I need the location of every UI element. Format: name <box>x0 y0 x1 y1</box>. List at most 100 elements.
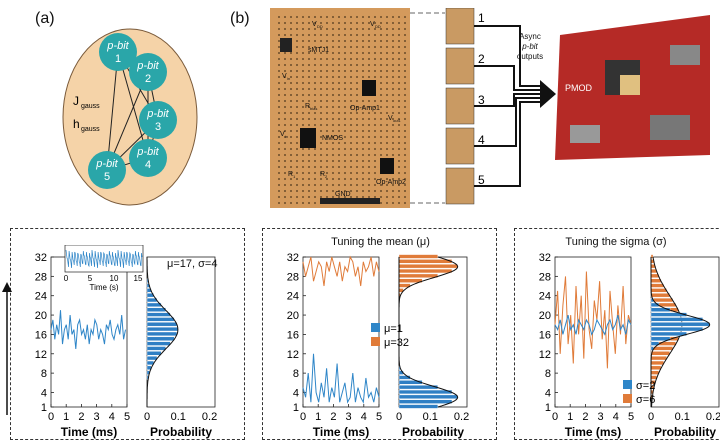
y-tick-label: 28 <box>35 271 47 283</box>
histogram-bar <box>650 336 671 341</box>
legend-swatch <box>371 337 380 346</box>
gaussian-fit-curve <box>398 257 459 408</box>
pbit-label: p-bit <box>146 108 169 120</box>
hist-x-axis-label: Probability <box>654 425 716 439</box>
y-tick-label: 32 <box>539 252 551 264</box>
histogram-bar <box>146 326 179 332</box>
vin2-label: V <box>280 131 285 138</box>
chart1-annotation: μ=17, σ=4 <box>167 258 218 270</box>
y-tick-label: 24 <box>287 291 299 303</box>
histogram-bar <box>146 355 158 361</box>
vin1-sub: in <box>287 76 290 81</box>
histogram-bar <box>650 254 654 259</box>
pbit-label: p-bit <box>136 146 159 158</box>
y-tick-label: 28 <box>539 271 551 283</box>
hist-x-tick-label: 0.1 <box>675 411 690 423</box>
x-tick-label: 5 <box>124 411 130 423</box>
x-tick-label: 0 <box>48 411 54 423</box>
series-line-32 <box>302 255 380 287</box>
board-number-5: 5 <box>478 173 485 187</box>
j-gauss-label: J <box>73 94 79 108</box>
x-tick-label: 2 <box>78 411 84 423</box>
panel-gaussian <box>10 228 245 440</box>
x-tick-label: 3 <box>94 411 100 423</box>
histogram-bar <box>398 389 453 395</box>
y-tick-label: 4 <box>293 387 299 399</box>
histogram-bar <box>398 380 423 385</box>
chart3-title: Tuning the sigma (σ) <box>565 236 667 248</box>
smtj-label: sMTJ1 <box>308 47 329 54</box>
board-number-4: 4 <box>478 133 485 147</box>
y-tick-label: 32 <box>287 252 299 264</box>
x-tick-label: 4 <box>613 411 619 423</box>
hist-x-axis-label: Probability <box>150 425 212 439</box>
gnd-label: GND <box>335 191 351 198</box>
y-tick-label: 4 <box>41 387 47 399</box>
histogram-bar <box>650 351 670 356</box>
pbit-network: p-bit 1 p-bit 2 p-bit 3 p-bit 4 p-bit 5 … <box>62 28 198 206</box>
inset-x-tick-label: 10 <box>110 274 119 283</box>
panel-b-label: (b) <box>230 10 250 27</box>
inset-x-tick-label: 0 <box>64 274 69 283</box>
gaussian-fit-curve <box>146 257 179 407</box>
x-tick-label: 4 <box>361 411 367 423</box>
histogram-bar <box>146 331 178 337</box>
board-number-2: 2 <box>478 52 485 66</box>
board-thumbnails <box>445 8 475 205</box>
opamp2-label: Op-Amp2 <box>376 179 406 186</box>
y-tick-label: 12 <box>35 349 47 361</box>
hist-x-tick-label: 0.2 <box>454 411 469 423</box>
legend-swatch <box>371 323 380 332</box>
vdd1-sub: DD <box>317 24 323 29</box>
y-tick-label: 1 <box>545 402 551 414</box>
r1-sub: 1 <box>293 174 296 179</box>
hist-x-tick-label: 0 <box>396 411 402 423</box>
board-number-1: 1 <box>478 11 485 25</box>
pbit-node-5: p-bit 5 <box>88 151 126 189</box>
histogram-bar <box>650 307 671 312</box>
histogram-bar <box>650 312 687 317</box>
x-tick-label: 3 <box>346 411 352 423</box>
panel-a-label: (a) <box>35 10 55 27</box>
async-line-2: p-bit <box>522 42 538 51</box>
y-tick-label: 8 <box>41 368 47 380</box>
chart2-title: Tuning the mean (μ) <box>331 236 430 248</box>
y-tick-label: 28 <box>287 271 299 283</box>
async-line-1: Async <box>519 32 541 41</box>
pbit-index: 4 <box>145 159 151 171</box>
y-tick-label: 8 <box>545 368 551 380</box>
fpga-board-photo: PMOD <box>555 15 710 160</box>
y-tick-label: 12 <box>287 349 299 361</box>
pbit-node-1: p-bit 1 <box>99 33 137 71</box>
inset-x-axis-label: Time (s) <box>89 283 118 292</box>
h-gauss-label: h <box>73 117 80 131</box>
histogram-bar <box>398 394 458 399</box>
y-tick-label: 32 <box>35 252 47 264</box>
histogram-bar <box>650 355 667 361</box>
histogram-bar <box>398 259 453 264</box>
pbit-label: p-bit <box>95 158 118 170</box>
x-tick-label: 1 <box>567 411 573 423</box>
pbit-node-2: p-bit 2 <box>129 53 167 91</box>
vin1-label: V <box>282 73 287 80</box>
histogram-bar <box>398 264 458 269</box>
y-tick-label: 8 <box>293 368 299 380</box>
pbit-index: 5 <box>104 171 110 183</box>
histogram-bar <box>650 288 667 293</box>
j-gauss-sub: gauss <box>81 103 100 110</box>
histogram-bar <box>650 322 710 327</box>
r1-label: R <box>288 171 293 178</box>
vdd2-sub: DD <box>375 24 381 29</box>
histogram-bar <box>146 307 166 312</box>
y-tick-label: 1 <box>293 402 299 414</box>
inset-x-tick-label: 5 <box>88 274 93 283</box>
vin2-sub: in <box>285 134 288 139</box>
histogram-bar <box>650 293 670 298</box>
histogram-bar <box>146 341 171 346</box>
legend-label: μ=32 <box>384 337 409 349</box>
x-tick-label: 1 <box>315 411 321 423</box>
hist-x-tick-label: 0 <box>144 411 150 423</box>
